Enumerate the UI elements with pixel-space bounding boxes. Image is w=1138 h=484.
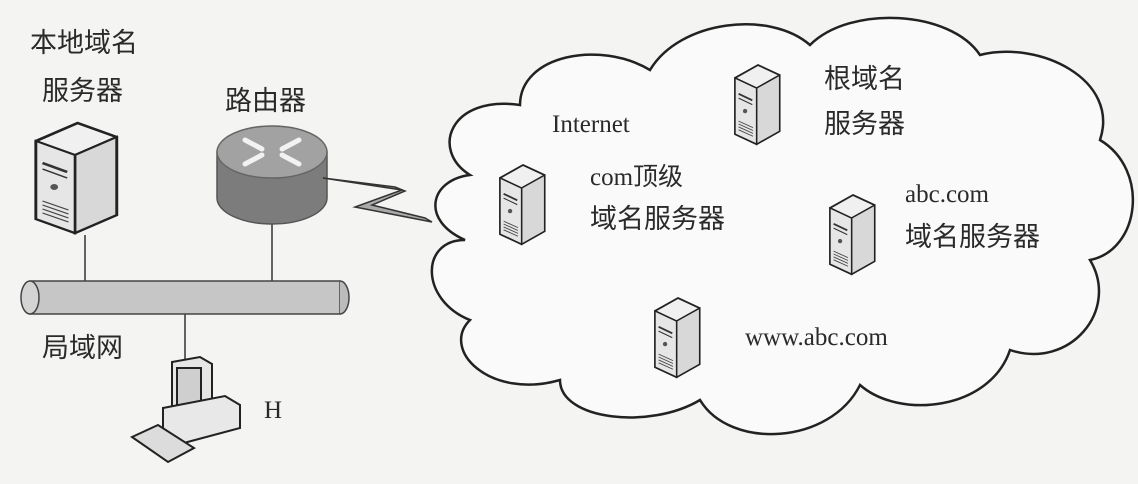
host-computer-icon — [129, 355, 241, 464]
abc-dns-server-icon — [829, 194, 876, 276]
router-icon — [216, 125, 328, 225]
com-dns-label-1: com顶级 — [590, 163, 683, 191]
local-dns-label-2: 服务器 — [42, 76, 123, 107]
lan-bus — [20, 280, 350, 315]
host-label: H — [264, 397, 282, 424]
abc-dns-label-2: 域名服务器 — [905, 222, 1040, 253]
root-dns-label-1: 根域名 — [824, 64, 905, 95]
com-dns-server-icon — [499, 164, 546, 246]
internet-label: Internet — [552, 111, 630, 138]
com-dns-label-2: 域名服务器 — [590, 204, 725, 235]
www-label: www.abc.com — [745, 324, 888, 351]
abc-dns-label-1: abc.com — [905, 181, 990, 208]
root-dns-label-2: 服务器 — [824, 109, 905, 140]
lan-label: 局域网 — [42, 333, 123, 364]
www-server-icon — [654, 297, 701, 379]
wan-link-icon — [322, 177, 433, 223]
internet-cloud — [430, 16, 1135, 436]
root-dns-server-icon — [734, 64, 781, 146]
router-label: 路由器 — [225, 86, 306, 117]
local-dns-label-1: 本地域名 — [30, 28, 138, 59]
local-dns-server-icon — [34, 121, 119, 235]
